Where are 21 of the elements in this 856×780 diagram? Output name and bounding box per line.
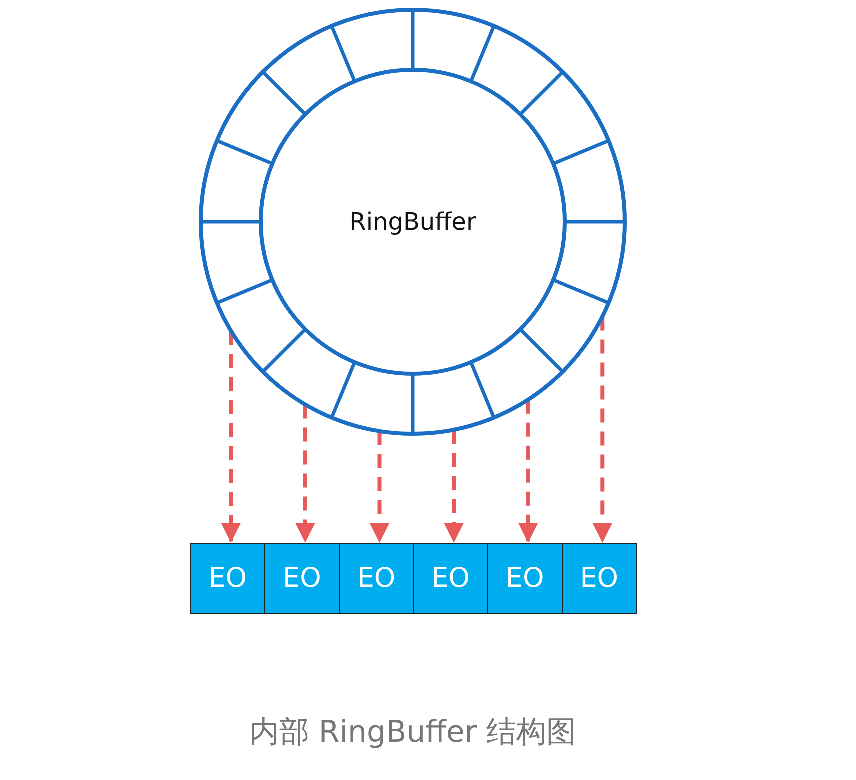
slot-label: EO xyxy=(506,563,544,594)
arrow xyxy=(444,430,464,543)
arrow xyxy=(221,330,242,543)
arrow xyxy=(295,404,316,543)
slot-label: EO xyxy=(208,563,248,594)
event-slot-box xyxy=(190,543,266,614)
arrow xyxy=(518,400,538,543)
slot-label: EO xyxy=(580,563,619,594)
event-slot-box xyxy=(338,543,414,614)
event-slot-box xyxy=(264,543,340,614)
slot-label: EO xyxy=(357,563,396,594)
event-slot-box xyxy=(412,543,489,614)
ring-buffer-circle xyxy=(198,7,628,437)
slot-label: EO xyxy=(283,563,322,594)
ring-label: RingBuffer xyxy=(350,208,476,236)
slot-label: EO xyxy=(432,563,470,594)
arrow xyxy=(370,431,390,543)
caption: 内部 RingBuffer 结构图 xyxy=(248,714,578,752)
arrow xyxy=(592,316,613,543)
event-slot-box xyxy=(562,543,638,614)
event-slot-box xyxy=(487,543,563,614)
